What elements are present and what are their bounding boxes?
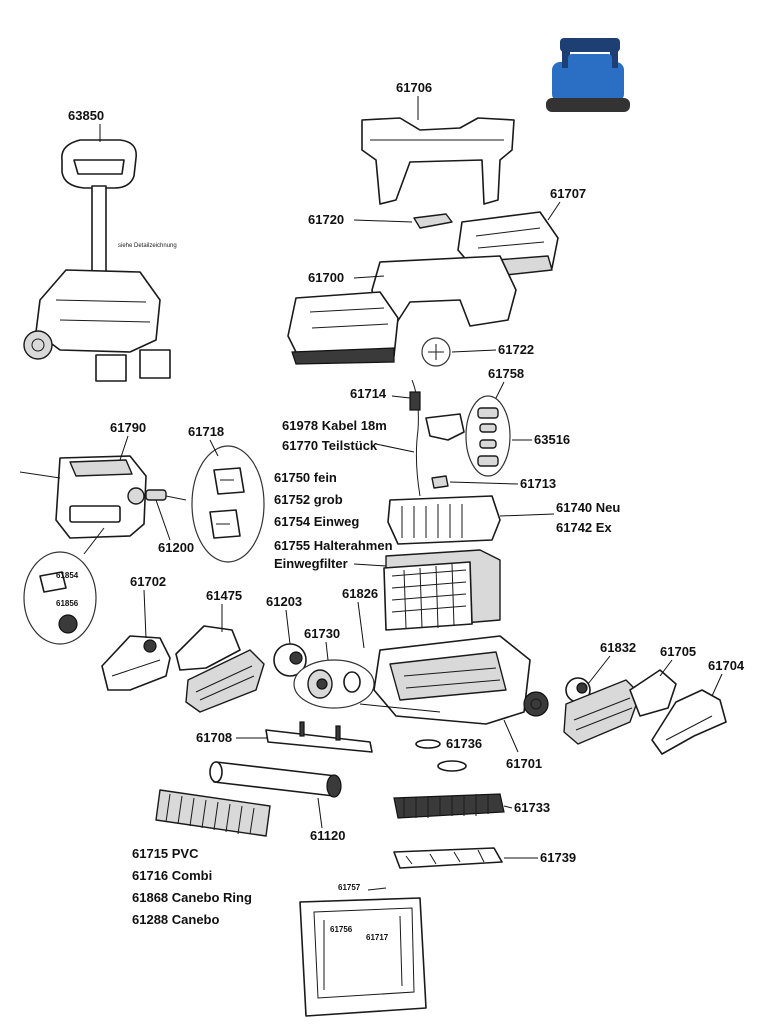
- label-61704: 61704: [708, 658, 745, 673]
- base-chassis-61701: [359, 635, 549, 725]
- label-61750: 61750 fein: [274, 470, 337, 485]
- label-61756: 61756: [330, 925, 353, 934]
- part-61718-detail: [191, 445, 265, 563]
- label-61754: 61754 Einweg: [274, 514, 359, 529]
- impeller-61733: [393, 793, 505, 819]
- label-61701: 61701: [506, 756, 542, 771]
- label-61200: 61200: [158, 540, 194, 555]
- label-61978: 61978 Kabel 18m: [282, 418, 387, 433]
- bar-61739: [393, 847, 503, 869]
- label-61707: 61707: [550, 186, 586, 201]
- part-63516-set: [465, 395, 511, 477]
- part-61854-61856-detail: [23, 527, 105, 645]
- label-61739: 61739: [540, 850, 576, 865]
- label-61742: 61742 Ex: [556, 520, 612, 535]
- label-61740: 61740 Neu: [556, 500, 620, 515]
- label-61715: 61715 PVC: [132, 846, 199, 861]
- side-panel-61704: [651, 689, 727, 755]
- label-61713: 61713: [520, 476, 556, 491]
- label-61730: 61730: [304, 626, 340, 641]
- handle-61706: [361, 117, 515, 205]
- robot-thumbnail-post-left: [562, 46, 570, 68]
- label-61755-line2: Einwegfilter: [274, 556, 348, 571]
- robot-thumbnail-post-right: [610, 46, 618, 68]
- robot-thumbnail: [546, 38, 630, 112]
- label-61714: 61714: [350, 386, 387, 401]
- label-61770: 61770 Teilstück: [282, 438, 378, 453]
- robot-thumbnail-top: [568, 54, 612, 72]
- label-61757: 61757: [338, 883, 361, 892]
- label-61790: 61790: [110, 420, 146, 435]
- trolley-wheel: [23, 330, 53, 360]
- label-61708: 61708: [196, 730, 232, 745]
- part-61713: [431, 475, 449, 489]
- label-63850: 63850: [68, 108, 104, 123]
- trolley-caddy: [23, 139, 171, 382]
- label-61716: 61716 Combi: [132, 868, 212, 883]
- part-61200: [145, 489, 187, 501]
- track-61475: [175, 625, 265, 713]
- power-supply-61790: [19, 455, 147, 539]
- filter-panels: [383, 549, 501, 631]
- label-61720: 61720: [308, 212, 344, 227]
- label-61755-line1: 61755 Halterahmen: [274, 538, 393, 553]
- label-61705: 61705: [660, 644, 696, 659]
- robot-thumbnail-handle: [560, 38, 620, 52]
- housing-61700: [287, 255, 517, 365]
- part-61720: [413, 213, 453, 229]
- label-63516: 63516: [534, 432, 570, 447]
- label-61752: 61752 grob: [274, 492, 343, 507]
- robot-thumbnail-track: [546, 98, 630, 112]
- label-61203: 61203: [266, 594, 302, 609]
- part-61730-detail: [293, 659, 375, 709]
- filter-basket-61740: [387, 495, 501, 545]
- label-61856: 61856: [56, 599, 79, 608]
- label-61733: 61733: [514, 800, 550, 815]
- bar-61708: [265, 721, 373, 753]
- label-61700: 61700: [308, 270, 344, 285]
- bottom-housing: [299, 887, 427, 1017]
- label-61702: 61702: [130, 574, 166, 589]
- label-61718: 61718: [188, 424, 224, 439]
- label-61288: 61288 Canebo: [132, 912, 219, 927]
- brush-61715: [155, 789, 271, 837]
- cable-swivel: [425, 413, 465, 441]
- label-61854: 61854: [56, 571, 79, 580]
- label-61758: 61758: [488, 366, 524, 381]
- label-61868: 61868 Canebo Ring: [132, 890, 252, 905]
- label-61706: 61706: [396, 80, 432, 95]
- side-panel-61702: [101, 635, 171, 691]
- label-61475: 61475: [206, 588, 242, 603]
- track-61705: [563, 669, 677, 745]
- part-61722: [421, 337, 451, 367]
- label-61717: 61717: [366, 933, 389, 942]
- label-61736: 61736: [446, 736, 482, 751]
- part-61736: [415, 739, 467, 772]
- label-61722: 61722: [498, 342, 534, 357]
- roller-61120: [209, 761, 342, 798]
- label-61826: 61826: [342, 586, 378, 601]
- label-61832: 61832: [600, 640, 636, 655]
- trolley-note: siehe Detailzeichnung: [118, 243, 177, 249]
- label-61120: 61120: [310, 828, 345, 843]
